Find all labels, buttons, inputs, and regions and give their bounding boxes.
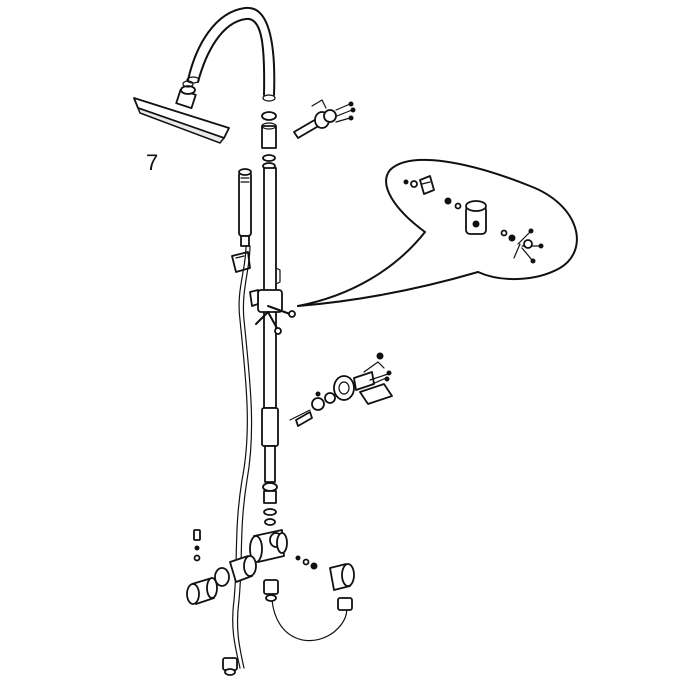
- left-knob-parts: [186, 529, 257, 605]
- rain-shower-head: [133, 80, 230, 144]
- mid-thermostat-parts: [289, 352, 393, 427]
- shower-hose: [232, 245, 348, 669]
- slider-bracket: [249, 289, 296, 335]
- hand-shower: [238, 168, 252, 247]
- callout-label: 7: [146, 150, 158, 175]
- main-riser-column: [261, 167, 281, 526]
- callout-detail-parts: [403, 175, 544, 264]
- detail-callout-bubble: [297, 158, 578, 307]
- gooseneck-arm: [186, 6, 276, 102]
- upper-column-fittings: [261, 111, 277, 170]
- upper-diverter-parts: [293, 99, 356, 139]
- hose-nut-fittings: [222, 579, 279, 676]
- mixer-valve-body: [249, 529, 288, 563]
- right-outlet-parts: [295, 555, 355, 611]
